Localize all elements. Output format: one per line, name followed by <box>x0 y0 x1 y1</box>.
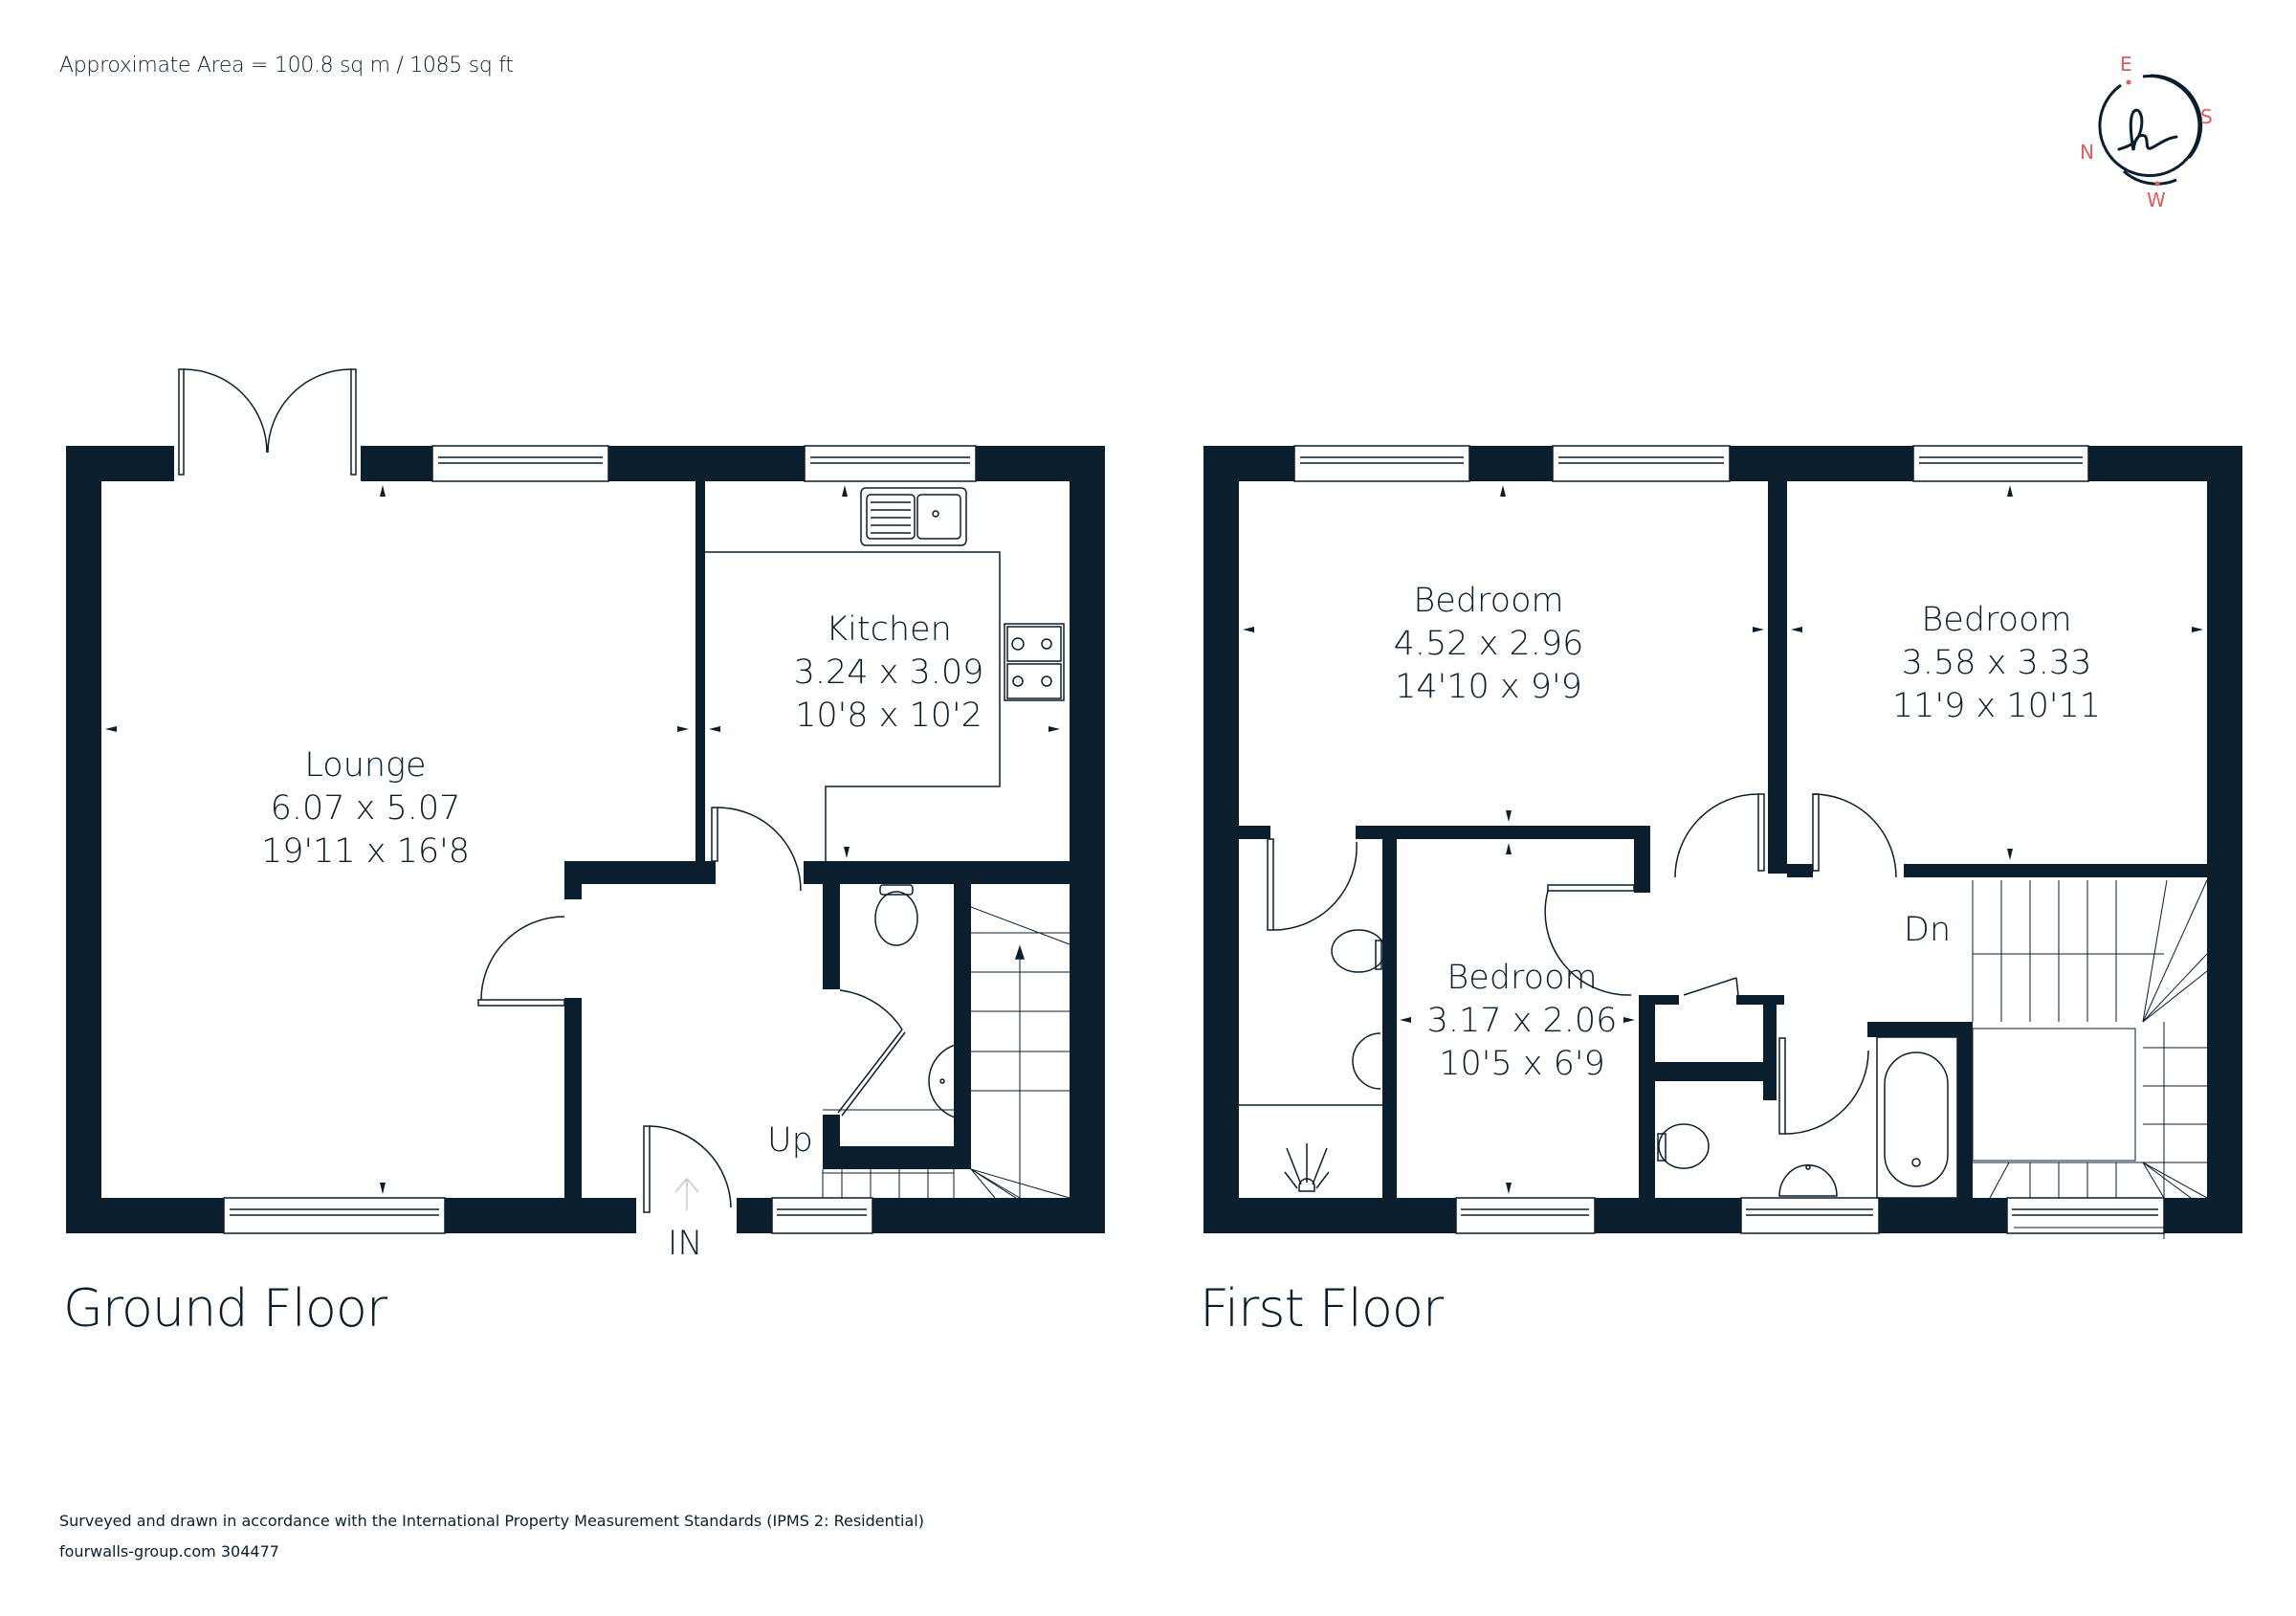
room-label-kitchen: Kitchen 3.24 x 3.09 10'8 x 10'2 <box>794 609 984 738</box>
room-name: Kitchen <box>826 610 952 649</box>
first-floor-fixtures <box>1239 445 2208 1239</box>
first-floor-walls <box>1203 446 2242 1233</box>
reference-footnote: fourwalls-group.com 304477 <box>59 1542 279 1561</box>
first-floor-title: First Floor <box>1200 1278 1444 1339</box>
room-imperial-size: 14'10 x 9'9 <box>1395 668 1582 706</box>
stairs-up-label: Up <box>767 1121 813 1160</box>
ground-floor-walls <box>66 446 1105 1233</box>
ground-floor-fixtures <box>178 368 1071 1234</box>
room-metric-size: 3.17 x 2.06 <box>1426 1002 1618 1040</box>
entrance-label: IN <box>668 1225 703 1263</box>
room-imperial-size: 10'8 x 10'2 <box>795 697 982 735</box>
compass-south-label: S <box>2200 105 2213 128</box>
room-imperial-size: 11'9 x 10'11 <box>1891 687 2102 725</box>
room-metric-size: 4.52 x 2.96 <box>1393 625 1584 663</box>
compass-ring-icon <box>2098 74 2203 187</box>
room-name: Bedroom <box>1921 601 2072 639</box>
room-name: Bedroom <box>1446 959 1598 997</box>
compass-west-label: W <box>2147 188 2166 211</box>
room-label-bedroom-1: Bedroom 4.52 x 2.96 14'10 x 9'9 <box>1394 580 1584 709</box>
room-metric-size: 3.58 x 3.33 <box>1901 644 2092 682</box>
room-metric-size: 3.24 x 3.09 <box>793 653 984 692</box>
compass-north-label: N <box>2080 141 2094 164</box>
compass-logo: E S N W <box>2080 53 2219 211</box>
approximate-area-text: Approximate Area = 100.8 sq m / 1085 sq … <box>59 54 514 77</box>
room-imperial-size: 10'5 x 6'9 <box>1439 1045 1605 1083</box>
room-label-bedroom-3: Bedroom 3.17 x 2.06 10'5 x 6'9 <box>1427 957 1618 1086</box>
ground-floor-title: Ground Floor <box>63 1278 387 1339</box>
stairs-down-label: Dn <box>1904 911 1952 949</box>
room-name: Bedroom <box>1413 582 1564 620</box>
room-imperial-size: 19'11 x 16'8 <box>260 832 471 871</box>
compass-east-label: E <box>2120 53 2132 76</box>
standards-footnote: Surveyed and drawn in accordance with th… <box>59 1512 924 1530</box>
room-label-bedroom-2: Bedroom 3.58 x 3.33 11'9 x 10'11 <box>1892 599 2101 728</box>
dimension-markers <box>105 485 2203 1194</box>
room-name: Lounge <box>304 746 427 785</box>
room-label-lounge: Lounge 6.07 x 5.07 19'11 x 16'8 <box>261 744 470 874</box>
room-metric-size: 6.07 x 5.07 <box>270 789 461 828</box>
